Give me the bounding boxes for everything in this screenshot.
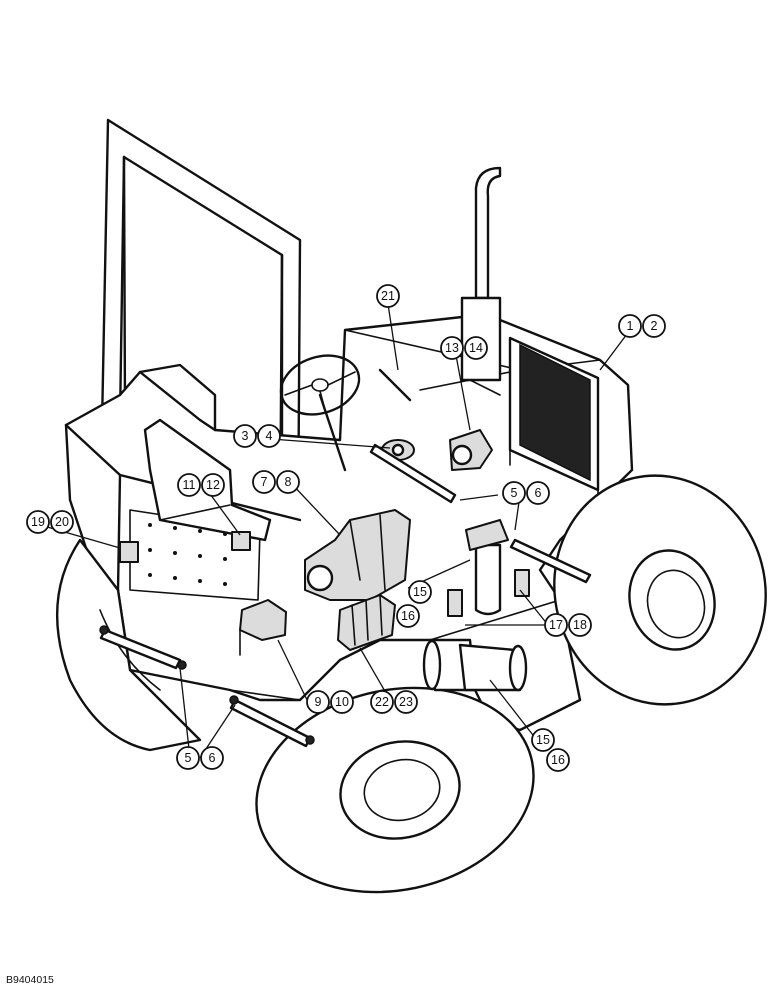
callout-16a: 16	[396, 604, 420, 628]
svg-text:7: 7	[261, 475, 268, 489]
svg-text:12: 12	[206, 478, 220, 492]
svg-text:10: 10	[335, 695, 349, 709]
callout-5a: 5	[502, 481, 526, 505]
callout-4: 4	[257, 424, 281, 448]
callout-7: 7	[252, 470, 276, 494]
svg-text:5: 5	[511, 486, 518, 500]
svg-text:3: 3	[242, 429, 249, 443]
callout-22: 22	[370, 690, 394, 714]
callout-14: 14	[464, 336, 488, 360]
svg-text:19: 19	[31, 515, 45, 529]
callout-2: 2	[642, 314, 666, 338]
svg-text:4: 4	[266, 429, 273, 443]
svg-text:15: 15	[413, 585, 427, 599]
svg-text:2: 2	[651, 319, 658, 333]
svg-text:6: 6	[535, 486, 542, 500]
svg-text:9: 9	[315, 695, 322, 709]
switch-blocks	[119, 531, 530, 617]
svg-text:1: 1	[627, 319, 634, 333]
left-rear-wheel	[56, 538, 202, 752]
callout-11: 11	[177, 473, 201, 497]
callout-10: 10	[330, 690, 354, 714]
callout-21: 21	[376, 284, 400, 308]
svg-text:16: 16	[401, 609, 415, 623]
svg-text:6: 6	[209, 751, 216, 765]
svg-text:8: 8	[285, 475, 292, 489]
svg-text:17: 17	[549, 618, 563, 632]
svg-text:20: 20	[55, 515, 69, 529]
svg-text:13: 13	[445, 341, 459, 355]
svg-text:15: 15	[536, 733, 550, 747]
callout-8: 8	[276, 470, 300, 494]
svg-text:5: 5	[185, 751, 192, 765]
filter-assembly	[465, 519, 509, 616]
callout-16b: 16	[546, 748, 570, 772]
svg-text:18: 18	[573, 618, 587, 632]
callout-6a: 6	[526, 481, 550, 505]
oil-cooler	[508, 336, 600, 506]
cylinder-filters	[422, 638, 528, 692]
svg-text:14: 14	[469, 341, 483, 355]
callout-15b: 15	[531, 728, 555, 752]
callout-18: 18	[568, 613, 592, 637]
steering-wheel	[279, 354, 361, 472]
callout-1: 1	[618, 314, 642, 338]
callout-15a: 15	[408, 580, 432, 604]
hydraulic-motor	[449, 429, 493, 471]
callout-5b: 5	[176, 746, 200, 770]
svg-text:23: 23	[399, 695, 413, 709]
svg-text:11: 11	[183, 478, 196, 492]
svg-text:21: 21	[381, 289, 395, 303]
callout-17: 17	[544, 613, 568, 637]
steering-valve	[239, 599, 287, 656]
callout-23: 23	[394, 690, 418, 714]
callout-9: 9	[306, 690, 330, 714]
control-valve	[337, 594, 396, 651]
svg-text:16: 16	[551, 753, 565, 767]
steering-cylinders	[99, 443, 592, 748]
callout-3: 3	[233, 424, 257, 448]
right-rear-wheel	[553, 474, 767, 706]
front-left-wheel	[255, 686, 535, 894]
callout-13: 13	[440, 336, 464, 360]
callout-12: 12	[201, 473, 225, 497]
lever	[378, 368, 412, 402]
callout-20: 20	[50, 510, 74, 534]
svg-text:22: 22	[375, 695, 389, 709]
callout-6b: 6	[200, 746, 224, 770]
hydraulic-pump	[304, 509, 411, 601]
callout-19: 19	[26, 510, 50, 534]
figure-id: B9404015	[6, 974, 54, 986]
